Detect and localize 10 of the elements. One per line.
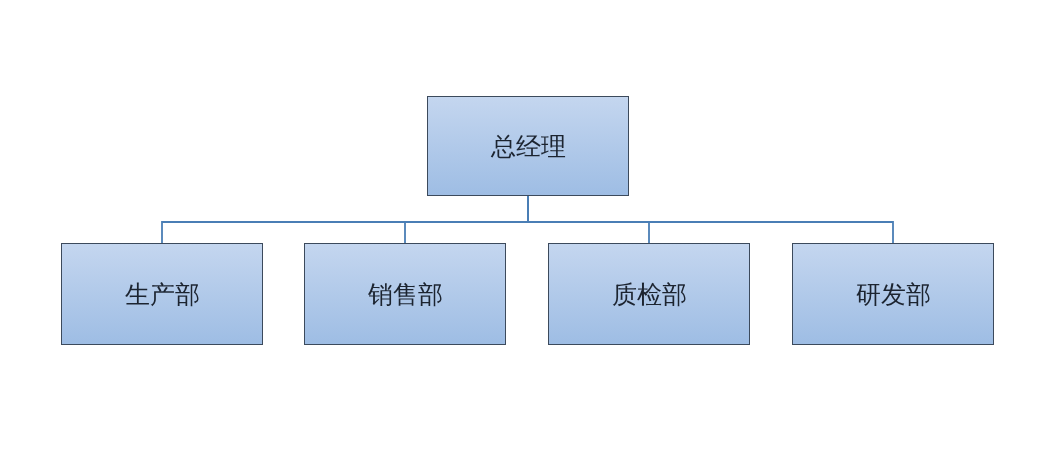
position-box — [304, 243, 506, 345]
position-box — [792, 243, 994, 345]
position-box — [548, 243, 750, 345]
position-box — [427, 96, 629, 196]
position-label: 销售部 — [367, 279, 443, 310]
position-box — [61, 243, 263, 345]
position-label: 质检部 — [611, 279, 687, 310]
position-label: 生产部 — [124, 279, 200, 310]
position-label: 总经理 — [490, 131, 566, 162]
position-label: 研发部 — [855, 279, 931, 310]
